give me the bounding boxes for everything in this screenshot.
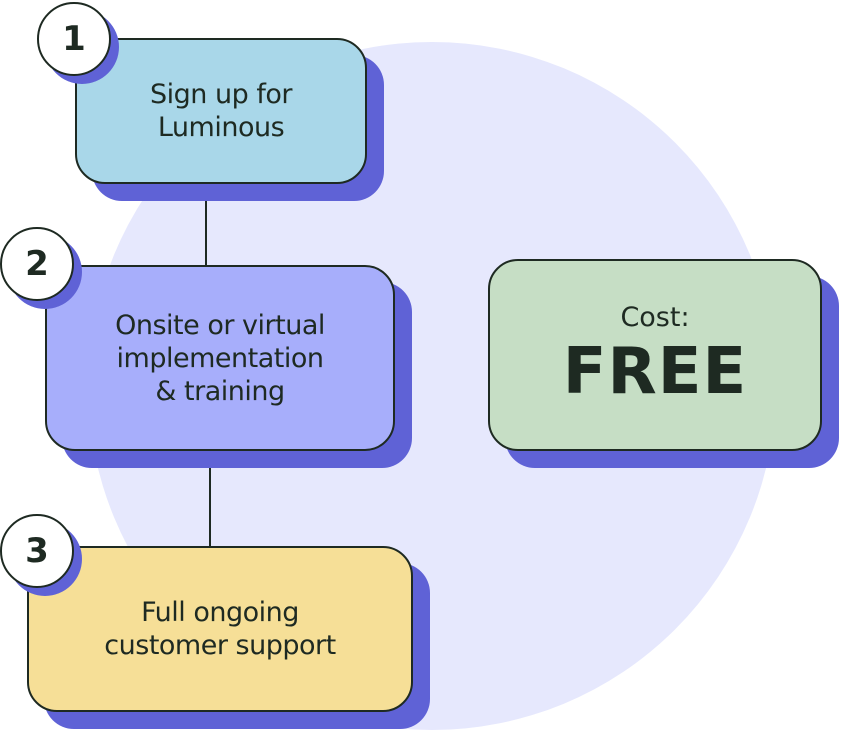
step-1-number: 1 (62, 19, 86, 59)
step-2-card: Onsite or virtual implementation & train… (45, 265, 412, 468)
step-3-label: Full ongoing customer support (104, 597, 336, 661)
cost-card: Cost: FREE (488, 259, 839, 468)
step-2-number: 2 (25, 244, 49, 284)
step-1-card: Sign up for Luminous (75, 38, 384, 201)
cost-label: Cost: (620, 302, 690, 333)
step-2-label: Onsite or virtual implementation & train… (115, 309, 325, 407)
step-1-badge: 1 (37, 2, 119, 84)
connector-step2-step3 (209, 451, 211, 547)
step-3-number: 3 (25, 531, 49, 571)
cost-value: FREE (562, 335, 748, 409)
step-3-badge: 3 (0, 514, 82, 596)
step-2-badge-circle: 2 (0, 227, 74, 301)
step-2-box: Onsite or virtual implementation & train… (45, 265, 395, 451)
connector-step1-step2 (205, 184, 207, 266)
step-1-label: Sign up for Luminous (150, 79, 292, 143)
cost-box: Cost: FREE (488, 259, 822, 451)
step-3-card: Full ongoing customer support (27, 546, 430, 729)
step-3-box: Full ongoing customer support (27, 546, 413, 712)
step-3-badge-circle: 3 (0, 514, 74, 588)
step-1-box: Sign up for Luminous (75, 38, 367, 184)
step-1-badge-circle: 1 (37, 2, 111, 76)
step-2-badge: 2 (0, 227, 82, 309)
